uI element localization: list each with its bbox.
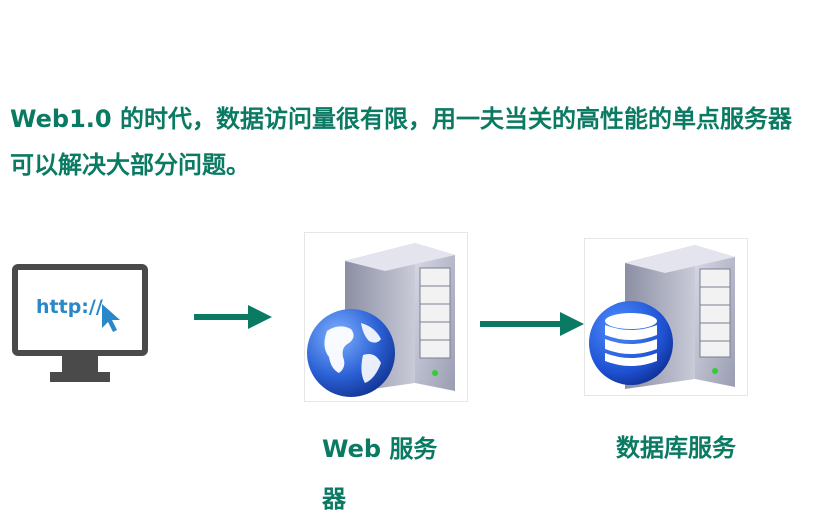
db-server-label: 数据库服务 [616,434,736,462]
server-tower-icon [584,238,748,396]
intro-text: Web1.0 的时代，数据访问量很有限，用一夫当关的高性能的单点服务器可以解决大… [10,105,792,179]
monitor-icon: http:// [12,264,148,382]
globe-icon [307,309,395,397]
cursor-icon [102,304,120,332]
database-icon [589,301,673,385]
server-tower-icon [304,232,468,402]
arrow-right-icon [480,312,584,336]
web-server-label: Web 服务器 [322,435,438,513]
http-text: http:// [36,296,103,318]
arrow-right-icon [194,305,272,329]
